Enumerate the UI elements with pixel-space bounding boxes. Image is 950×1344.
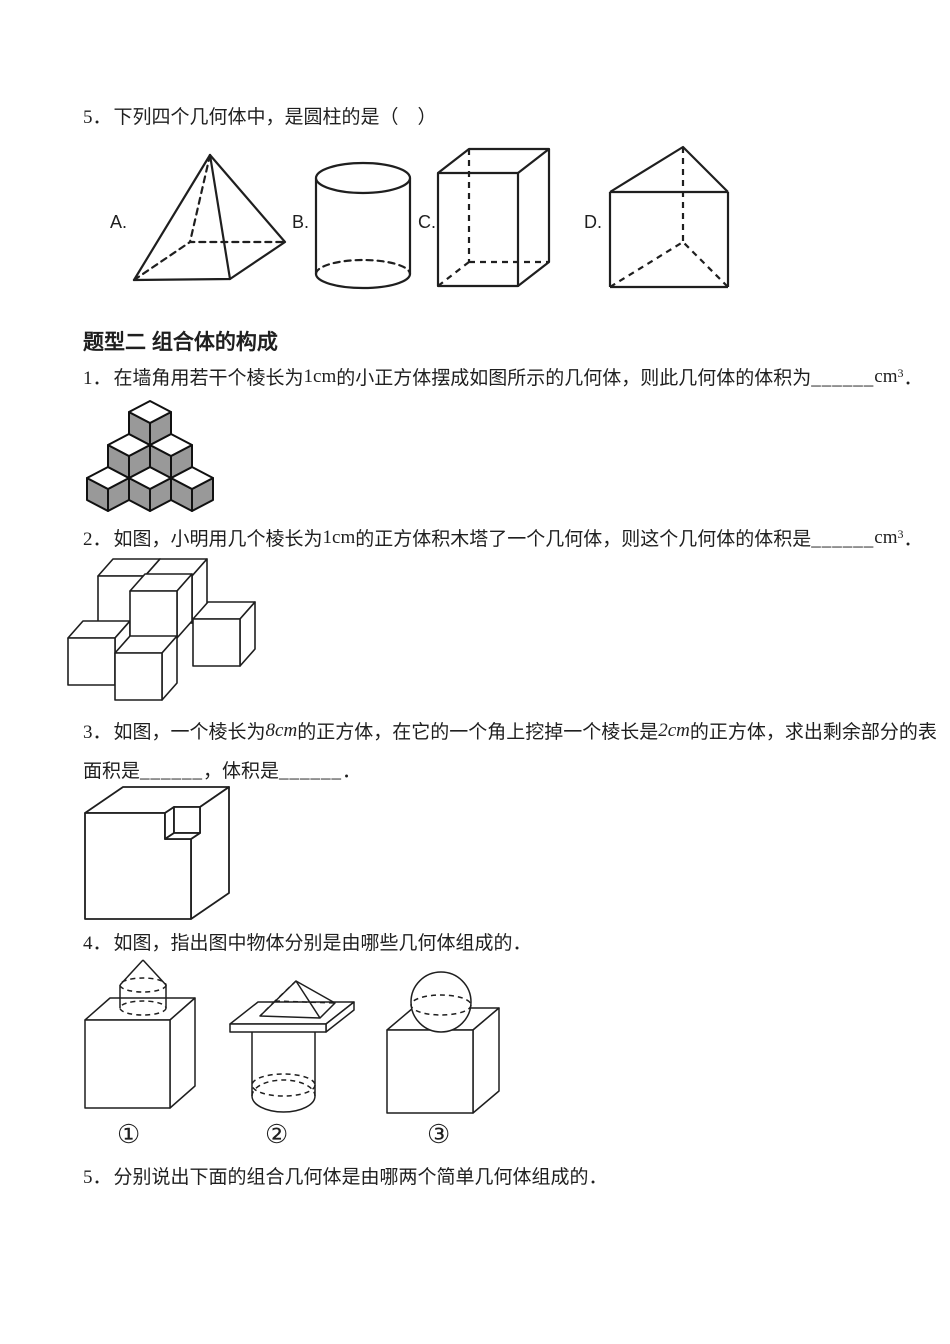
answer-blank: ______ [140, 760, 204, 782]
answer-blank: ______ [279, 760, 343, 782]
cylinder-figure [313, 161, 413, 293]
math-unit: 2cm [658, 720, 690, 741]
figure-label-1: ① [117, 1120, 141, 1149]
question-text: 的正方体积木塔了一个几何体，则这个几何体的体积是 [355, 529, 812, 550]
option-b-label: B. [292, 212, 310, 232]
math-unit: 1cm [322, 527, 356, 548]
question-text: 下列四个几何体中，是圆柱的是（ ） [113, 107, 437, 128]
math-unit: 1cm [303, 366, 337, 387]
sphere-on-cube-figure [381, 967, 506, 1117]
question-number: 4． [83, 933, 112, 954]
unit-exponent: 3 [897, 366, 904, 380]
question-1: 1．在墙角用若干个棱长为1cm的小正方体摆成如图所示的几何体，则此几何体的体积为… [83, 362, 923, 393]
cone-cylinder-on-cube-figure [83, 956, 203, 1114]
question-text: 的正方体，求出剩余部分的表面积是 [83, 722, 937, 782]
cube-assembly-figure [67, 556, 263, 706]
option-a-label: A. [110, 212, 128, 232]
option-d-label: D. [584, 212, 602, 232]
square-pyramid-figure [132, 152, 292, 287]
question-4: 4．如图，指出图中物体分别是由哪些几何体组成的． [83, 929, 532, 958]
question-5-compose: 5．分别说出下面的组合几何体是由哪两个简单几何体组成的． [83, 1163, 608, 1192]
section-heading: 题型二 组合体的构成 [83, 331, 278, 354]
figure-label-3: ③ [427, 1120, 451, 1149]
question-5-choice: 5．下列四个几何体中，是圆柱的是（ ） [83, 103, 437, 132]
question-text: ． [903, 368, 923, 389]
question-number: 1． [83, 368, 112, 389]
figure-label-2: ② [265, 1120, 289, 1149]
question-text: 如图，指出图中物体分别是由哪些几何体组成的． [113, 933, 532, 954]
question-text: ． [903, 529, 923, 550]
question-text: ，体积是 [203, 760, 280, 782]
question-number: 3． [83, 722, 112, 743]
notched-cube-figure [83, 783, 233, 928]
unit-exponent: 3 [897, 527, 904, 541]
question-2: 2．如图，小明用几个棱长为1cm的正方体积木塔了一个几何体，则这个几何体的体积是… [83, 523, 923, 554]
math-unit: cm [874, 366, 898, 387]
question-number: 5． [83, 107, 112, 128]
question-number: 5． [83, 1167, 112, 1188]
pyramid-plate-cylinder-figure [226, 974, 361, 1119]
question-text: 在墙角用若干个棱长为 [113, 368, 304, 389]
question-3: 3．如图，一个棱长为8cm的正方体，在它的一个角上挖掉一个棱长是2cm的正方体，… [83, 712, 950, 792]
answer-blank: ______ [811, 529, 875, 550]
question-text: ． [342, 760, 362, 782]
triangular-prism-figure [607, 144, 733, 289]
math-unit: 8cm [265, 720, 298, 741]
answer-blank: ______ [811, 368, 875, 389]
question-number: 2． [83, 529, 112, 550]
cuboid-figure [436, 146, 556, 296]
question-text: 如图，小明用几个棱长为 [113, 529, 323, 550]
question-text: 的小正方体摆成如图所示的几何体，则此几何体的体积为 [336, 368, 812, 389]
option-c-label: C. [418, 212, 436, 232]
question-text: 如图，一个棱长为 [113, 722, 266, 743]
question-text: 分别说出下面的组合几何体是由哪两个简单几何体组成的． [113, 1167, 608, 1188]
stacked-gray-cubes-figure [85, 400, 215, 514]
question-text: 的正方体，在它的一个角上挖掉一个棱长是 [297, 722, 659, 743]
math-unit: cm [874, 527, 898, 548]
